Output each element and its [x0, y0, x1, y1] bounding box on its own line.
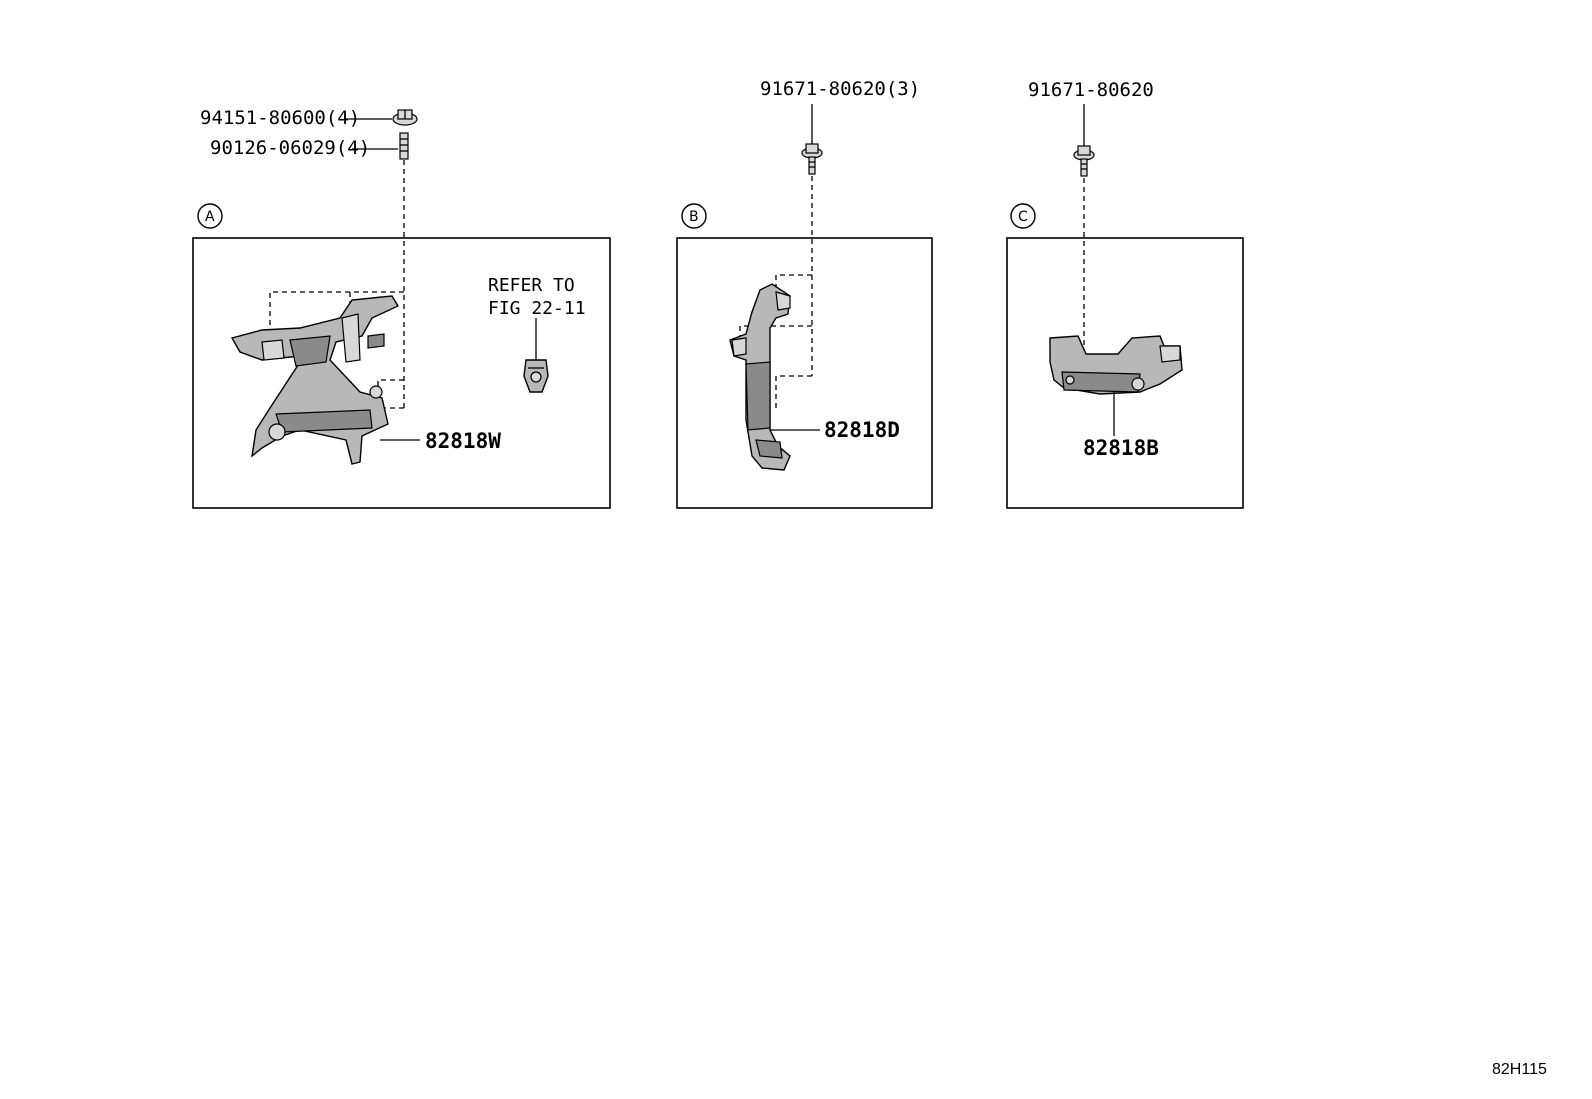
callout-nut-a[interactable]: 94151-80600(4) [200, 107, 360, 129]
section-circle-c [1010, 203, 1036, 229]
part-number-82818w[interactable]: 82818W [425, 429, 501, 453]
section-b: 91671-80620(3) B 82818D [676, 78, 933, 509]
stud-icon [399, 132, 409, 160]
bracket-82818d-icon [729, 283, 791, 471]
refer-note-line2[interactable]: FIG 22-11 [488, 298, 586, 319]
part-number-82818d[interactable]: 82818D [824, 418, 900, 442]
bolt-icon [801, 104, 823, 175]
section-circle-b [681, 203, 707, 229]
bracket-82818w-icon [230, 295, 400, 465]
callout-bolt-c[interactable]: 91671-80620 [1028, 79, 1154, 101]
clip-icon [523, 359, 549, 393]
part-number-82818b[interactable]: 82818B [1083, 436, 1159, 460]
section-label-a: A [205, 209, 215, 225]
section-frame-b [676, 237, 933, 509]
section-label-c: C [1018, 209, 1028, 225]
section-frame-a [192, 237, 611, 509]
bolt-icon [1073, 104, 1095, 177]
callout-bolt-b[interactable]: 91671-80620(3) [760, 78, 920, 100]
section-frame-c [1006, 237, 1244, 509]
refer-note-line1[interactable]: REFER TO [488, 275, 575, 296]
figure-id: 82H115 [1492, 1061, 1547, 1078]
section-label-b: B [689, 209, 699, 225]
nut-icon [392, 109, 418, 126]
callout-stud-a[interactable]: 90126-06029(4) [210, 137, 370, 159]
section-a: 94151-80600(4) 90126-06029(4) A [192, 107, 611, 509]
section-c: 91671-80620 C 82818B [1006, 79, 1244, 509]
section-circle-a [197, 203, 223, 229]
install-path [775, 375, 812, 410]
bracket-82818b-icon [1049, 335, 1183, 395]
install-path [775, 274, 812, 300]
